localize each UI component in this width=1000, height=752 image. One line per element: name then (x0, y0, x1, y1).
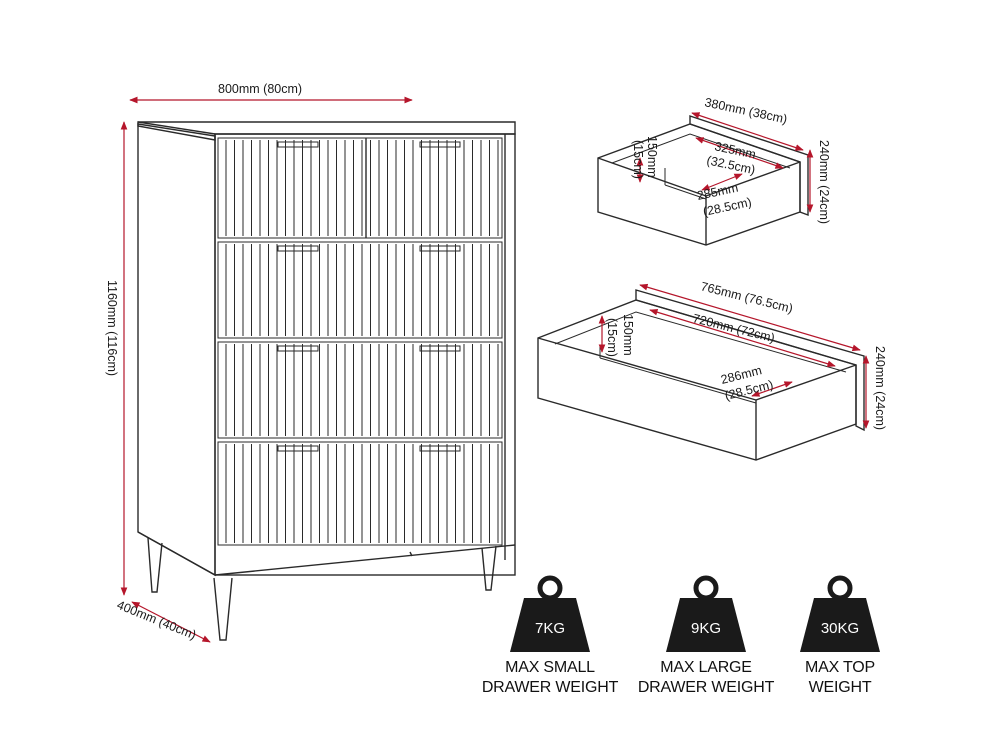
drawer-handle (277, 245, 319, 252)
drawer-handle (277, 445, 319, 452)
chest-front-frame (214, 133, 516, 576)
chest-of-drawers-drawing (137, 121, 516, 641)
drawer-fronts (217, 137, 503, 546)
weight-icon (510, 575, 590, 652)
weight-caption-line1: MAX LARGE (660, 659, 752, 676)
drawer-row-4 (217, 441, 503, 546)
chest-width-label: 800mm (80cm) (218, 82, 302, 96)
drawer-row-3 (217, 341, 503, 439)
chest-leg-front-left (213, 577, 233, 641)
drawer-handle (419, 345, 461, 352)
large-drawer-height-cm: (15cm) (605, 318, 619, 357)
small-drawer-height-cm: (15cm) (631, 140, 645, 179)
weight-limit-3: 30KG MAX TOP WEIGHT (800, 575, 880, 696)
small-drawer-outer-width: 380mm (38cm) (703, 95, 788, 126)
weight-caption-line1: MAX TOP (805, 659, 875, 676)
drawer-handle (419, 245, 461, 252)
drawer-handle (419, 141, 461, 148)
drawer-row-2 (217, 241, 503, 339)
weight-icon (800, 575, 880, 652)
weight-icon (666, 575, 746, 652)
chest-leg-front-right (481, 545, 497, 591)
weight-limit-1: 7KG MAX SMALL DRAWER WEIGHT (482, 575, 619, 696)
chest-leg-back-right (409, 551, 413, 557)
chest-depth-label: 400mm (40cm) (115, 598, 198, 642)
weight-limits: 7KG MAX SMALL DRAWER WEIGHT 9KG MAX LARGE DRA… (482, 575, 880, 696)
weight-caption-line2: WEIGHT (809, 679, 872, 696)
weight-caption-line1: MAX SMALL (505, 659, 595, 676)
large-drawer-front (635, 289, 865, 432)
large-drawer-outer-width: 765mm (76.5cm) (699, 279, 794, 315)
chest-side-panel (137, 123, 216, 577)
large-drawer-front-height: 240mm (24cm) (873, 346, 887, 430)
small-drawer-drawing (597, 115, 809, 246)
chest-height-label: 1160mm (116cm) (105, 280, 119, 376)
weight-value: 9KG (691, 620, 721, 637)
weight-caption-line2: DRAWER WEIGHT (482, 679, 619, 696)
drawer-handle (277, 141, 319, 148)
drawer-handle (419, 445, 461, 452)
weight-value: 30KG (821, 620, 859, 637)
weight-value: 7KG (535, 620, 565, 637)
drawer-row-1 (217, 137, 503, 239)
large-drawer-height: 150mm (621, 314, 635, 356)
small-drawer-front-height: 240mm (24cm) (817, 140, 831, 224)
weight-caption-line2: DRAWER WEIGHT (638, 679, 775, 696)
drawer-handle (277, 345, 319, 352)
depth-arrow (131, 601, 211, 643)
weight-limit-2: 9KG MAX LARGE DRAWER WEIGHT (638, 575, 775, 696)
chest-leg-back-left (147, 537, 163, 593)
small-drawer-height: 150mm (645, 136, 659, 178)
